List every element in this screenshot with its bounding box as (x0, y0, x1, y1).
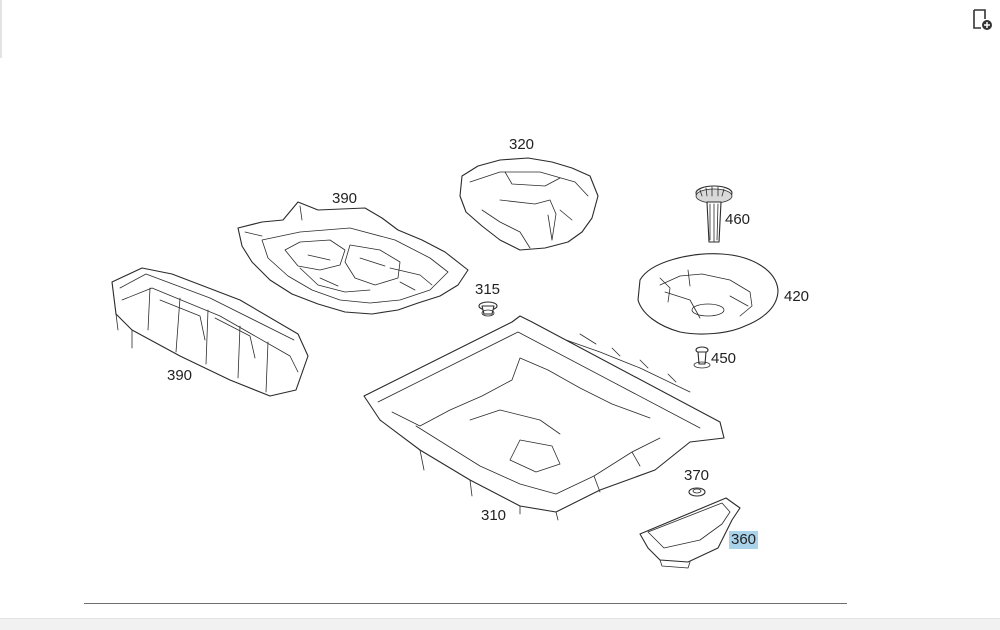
callout-360[interactable]: 360 (729, 531, 759, 549)
callout-460[interactable]: 460 (725, 211, 751, 228)
part-390-lower (111, 267, 309, 397)
add-to-document-icon[interactable] (968, 6, 994, 32)
callout-420[interactable]: 420 (784, 288, 810, 305)
part-390-upper (237, 201, 469, 315)
part-360-tray (639, 497, 741, 569)
callout-390-upper[interactable]: 390 (332, 190, 358, 207)
callout-320[interactable]: 320 (509, 136, 535, 153)
left-panel-edge (0, 0, 2, 58)
callout-450[interactable]: 450 (711, 350, 737, 367)
footer-band (0, 618, 1000, 630)
callout-315[interactable]: 315 (475, 281, 501, 298)
part-320-cover (459, 157, 599, 251)
part-450-bolt (693, 346, 711, 369)
callout-390-lower[interactable]: 390 (167, 367, 193, 384)
part-420-wheel-well (637, 253, 779, 335)
part-370-cap (688, 487, 706, 497)
bottom-divider (84, 603, 847, 604)
part-310-trunk-floor (363, 315, 725, 521)
part-460-knob (695, 185, 733, 243)
callout-310[interactable]: 310 (481, 507, 507, 524)
part-315-clip (478, 301, 498, 317)
callout-370[interactable]: 370 (684, 467, 710, 484)
